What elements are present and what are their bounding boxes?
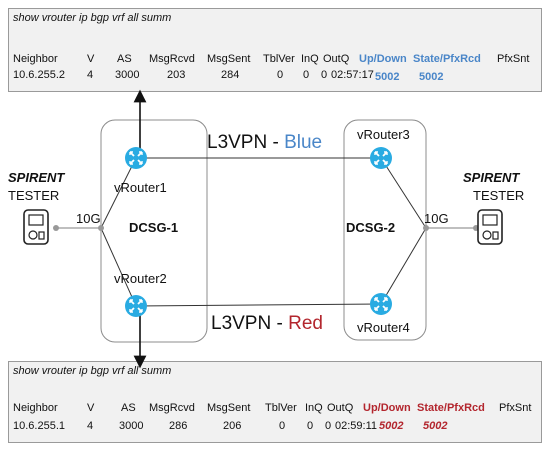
- vpn-blue-label: L3VPN - Blue: [207, 132, 322, 154]
- link-speed-left: 10G: [76, 211, 101, 226]
- col-inq: InQ: [305, 402, 323, 414]
- col-outq: OutQ: [323, 53, 350, 65]
- col-inq: InQ: [301, 53, 319, 65]
- cell-updown: 02:59:11: [335, 420, 378, 432]
- col-msgsent: MsgSent: [207, 53, 251, 65]
- vpn-red-word: Red: [288, 313, 323, 334]
- col-pfxsnt: PfxSnt: [499, 402, 532, 414]
- col-neighbor: Neighbor: [13, 53, 58, 65]
- cell-inq: 0: [307, 420, 314, 432]
- cell-state: 5002: [379, 420, 404, 432]
- col-as: AS: [117, 53, 132, 65]
- router-icon: [370, 293, 392, 315]
- col-v: V: [87, 402, 95, 414]
- cell-as: 3000: [115, 69, 140, 81]
- col-updown: Up/Down: [363, 402, 411, 414]
- tester-device-icon: [23, 209, 49, 245]
- port-left: [98, 225, 104, 231]
- col-v: V: [87, 53, 95, 65]
- col-pfxsnt: PfxSnt: [497, 53, 530, 65]
- tester-left-label: TESTER: [8, 188, 60, 203]
- cell-tblver: 0: [277, 69, 284, 81]
- cell-outq: 0: [325, 420, 332, 432]
- link-r4-edge: [380, 227, 427, 305]
- link-r2-edge: [100, 227, 137, 307]
- col-updown: Up/Down: [359, 53, 407, 65]
- cell-updown: 02:57:17: [331, 69, 374, 81]
- cell-pfx: 5002: [423, 420, 448, 432]
- cell-neighbor: 10.6.255.1: [13, 420, 65, 432]
- cell-pfx: 5002: [419, 71, 444, 83]
- command-text: show vrouter ip bgp vrf all summ: [13, 12, 172, 24]
- cell-state: 5002: [375, 71, 400, 83]
- vpn-blue-prefix: L3VPN -: [207, 132, 285, 153]
- cell-neighbor: 10.6.255.2: [13, 69, 65, 81]
- tester-right-label: TESTER: [473, 188, 525, 203]
- col-state: State/PfxRcd: [417, 402, 485, 414]
- cell-msgsent: 206: [223, 420, 242, 432]
- router-label-r1: vRouter1: [114, 180, 167, 195]
- col-msgrcvd: MsgRcvd: [149, 53, 195, 65]
- cell-inq: 0: [303, 69, 310, 81]
- cell-tblver: 0: [279, 420, 286, 432]
- port-tester-left: [53, 225, 59, 231]
- col-as: AS: [121, 402, 136, 414]
- router-label-r2: vRouter2: [114, 271, 167, 286]
- cell-msgsent: 284: [221, 69, 240, 81]
- dcsg2-label: DCSG-2: [346, 220, 396, 235]
- col-msgrcvd: MsgRcvd: [149, 402, 195, 414]
- port-right: [423, 225, 429, 231]
- cell-v: 4: [87, 69, 94, 81]
- link-r2-r4: [135, 303, 382, 307]
- tester-left-brand: SPIRENT: [8, 170, 65, 185]
- link-r1-edge: [100, 157, 137, 229]
- vpn-red-prefix: L3VPN -: [211, 313, 289, 334]
- col-msgsent: MsgSent: [207, 402, 251, 414]
- command-text: show vrouter ip bgp vrf all summ: [13, 365, 172, 377]
- router-label-r3: vRouter3: [357, 127, 410, 142]
- tester-right-brand: SPIRENT: [463, 170, 520, 185]
- cell-outq: 0: [321, 69, 328, 81]
- router-icon: [125, 147, 147, 169]
- bgp-output-top: show vrouter ip bgp vrf all summ Neighbo…: [8, 8, 542, 92]
- col-tblver: TblVer: [265, 402, 297, 414]
- dcsg1-label: DCSG-1: [129, 220, 179, 235]
- router-icon: [370, 147, 392, 169]
- cell-msgrcvd: 203: [167, 69, 186, 81]
- router-label-r4: vRouter4: [357, 320, 410, 335]
- col-tblver: TblVer: [263, 53, 295, 65]
- col-state: State/PfxRcd: [413, 53, 481, 65]
- router-icon: [125, 295, 147, 317]
- vpn-red-label: L3VPN - Red: [211, 313, 323, 335]
- cell-msgrcvd: 286: [169, 420, 188, 432]
- bgp-output-bottom: show vrouter ip bgp vrf all summ Neighbo…: [8, 361, 542, 443]
- cell-as: 3000: [119, 420, 144, 432]
- col-outq: OutQ: [327, 402, 354, 414]
- col-neighbor: Neighbor: [13, 402, 58, 414]
- cell-v: 4: [87, 420, 94, 432]
- link-r3-edge: [380, 157, 427, 229]
- link-speed-right: 10G: [424, 211, 449, 226]
- tester-device-icon: [477, 209, 503, 245]
- vpn-blue-word: Blue: [284, 132, 323, 153]
